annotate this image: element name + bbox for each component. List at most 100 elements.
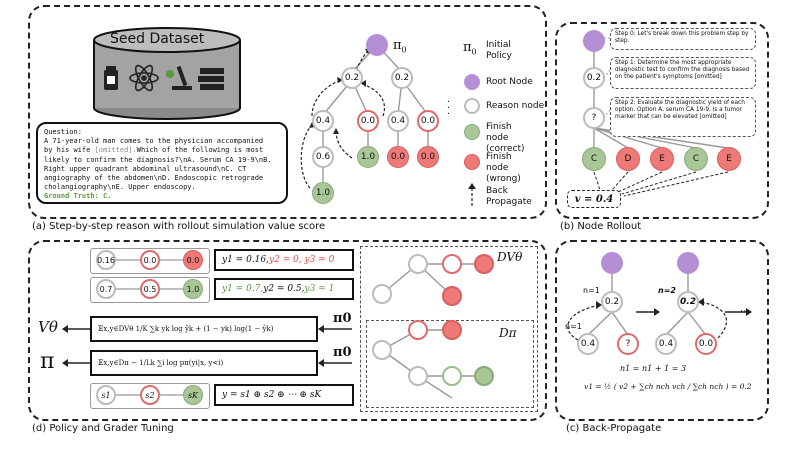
step-node: s1	[96, 385, 116, 405]
panel-a-frame	[28, 5, 547, 219]
backprop-node: 0.2	[601, 291, 623, 313]
question-line: cholangiography\nE. Upper endoscopy.	[44, 183, 196, 192]
legend-reason-node: Reason node	[486, 101, 545, 111]
database-cylinder-icon	[93, 27, 241, 120]
legend-root-node: Root Node	[486, 77, 533, 87]
visit-count-leaf: n=1	[565, 322, 582, 331]
backprop-leaf-unknown: ?	[617, 333, 639, 355]
ground-truth: Ground Truth: C.	[44, 192, 112, 201]
policy-pi0: π0	[393, 38, 407, 55]
question-label: Question:	[44, 128, 82, 136]
legend-correct-swatch	[464, 124, 480, 140]
legend-wrong-swatch	[464, 154, 480, 170]
question-line: angiography of the abdomen\nD. Endoscopi…	[44, 174, 264, 183]
rollout-leaf-wrong: E	[717, 147, 741, 171]
policy-model-label: π	[40, 349, 55, 374]
panel-b-frame	[555, 22, 769, 219]
rollout-value-box: v = 0.4	[567, 190, 621, 208]
microscope-icon	[166, 65, 192, 90]
dashed-arrow-icon	[468, 183, 476, 206]
ellipsis-icon: ⋯	[740, 306, 750, 317]
ellipsis-icon: ···	[447, 97, 451, 120]
backprop-node-updated: 0.2	[677, 291, 699, 313]
rollout-leaf-correct: C	[582, 147, 606, 171]
rollout-leaf-wrong: E	[650, 147, 674, 171]
finish-node-wrong: 0.0	[417, 146, 439, 168]
legend-reason-swatch	[464, 98, 480, 114]
legend-finish-wrong: Finish node (wrong)	[486, 152, 521, 184]
legend-initial-policy: Initial Policy	[486, 40, 512, 61]
caption-c: (c) Back-Propagate	[566, 423, 662, 434]
value-node: 1.0	[183, 279, 203, 299]
visit-update-eq: n1 = n1 + 1 = 3	[620, 364, 687, 373]
rollout-leaf-correct: C	[684, 147, 708, 171]
finish-node-wrong: 0.0	[387, 146, 409, 168]
value-node: 0.0	[140, 250, 160, 270]
visit-count-right: n=2	[658, 286, 676, 295]
tree-node: 0.4	[312, 110, 334, 132]
rollout-leaf-wrong: D	[616, 147, 640, 171]
backprop-leaf: 0.0	[695, 333, 717, 355]
dataset-pi-label: Dπ	[499, 326, 517, 340]
caption-a: (a) Step-by-step reason with rollout sim…	[32, 221, 326, 232]
pi0-label-bottom: π0	[333, 345, 352, 360]
legend-pi0: π0	[463, 40, 477, 57]
step2-box: Step 2: Evaluate the diagnostic yield of…	[610, 97, 756, 137]
legend-back-propagate: Back Propagate	[486, 186, 532, 207]
finish-node-correct: 1.0	[357, 146, 379, 168]
legend-root-swatch	[464, 74, 480, 90]
caption-b: (b) Node Rollout	[560, 221, 642, 232]
tree-node: 0.0	[357, 110, 379, 132]
step-node: s2	[140, 385, 160, 405]
atom-icon	[129, 64, 159, 92]
target-eq-2: y1 = 0.7, y2 = 0.5, y3 = 1	[214, 278, 354, 300]
value-loss-formula: 𝔼x,y∈DVθ 1/K ∑k yk log ŷk + (1 − yk) log…	[90, 316, 318, 342]
value-row-1	[90, 248, 210, 274]
panel-d-frame	[28, 240, 547, 421]
dataset-v-label: DVθ	[497, 250, 523, 264]
value-node: 0.16	[96, 250, 116, 270]
seed-dataset-label: Seed Dataset	[110, 31, 205, 47]
policy-loss-formula: 𝔼x,y∈Dπ − 1/Lk ∑i log pπ(yi|x, y<i)	[90, 350, 318, 376]
target-eq-3: y = s1 ⊕ s2 ⊕ ⋯ ⊕ sK	[214, 384, 354, 406]
value-node: 0.7	[96, 279, 116, 299]
question-line: likely to confirm the diagnosis?\nA. Ser…	[44, 155, 272, 164]
tree-node: 0.4	[387, 110, 409, 132]
step0-box: Step 0: Let's break down this problem st…	[610, 28, 756, 50]
backprop-leaf: 0.4	[655, 333, 677, 355]
step-node: sK	[183, 385, 203, 405]
value-model-label: Vθ	[38, 318, 58, 336]
value-node: 0.0	[183, 250, 203, 270]
panel-c-frame	[555, 240, 769, 421]
rollout-node: 0.2	[583, 67, 605, 89]
backprop-leaf: 0.4	[577, 333, 599, 355]
tree-node: 0.2	[341, 67, 363, 89]
visit-count-left: n=1	[583, 286, 600, 295]
backprop-root-left	[601, 252, 623, 274]
rollout-node-unknown: ?	[583, 107, 605, 129]
backprop-root-right	[677, 252, 699, 274]
medicine-bottle-icon	[104, 66, 118, 90]
dataset-icons	[104, 64, 224, 92]
legend-finish-correct: Finish node (correct)	[486, 122, 525, 154]
question-line: A 71-year-old man comes to the physician…	[44, 137, 264, 146]
rollout-root-node	[583, 30, 605, 52]
dataset-v-box	[360, 246, 538, 412]
finish-node-correct: 1.0	[312, 182, 334, 204]
target-eq-1: y1 = 0.16, y2 = 0, y3 = 0	[214, 249, 354, 271]
value-row-2	[90, 277, 210, 303]
books-icon	[198, 68, 224, 90]
tree-node: 0.6	[312, 146, 334, 168]
tree-node: 0.2	[391, 67, 413, 89]
value-update-eq: v1 = ½ ( v2 + ∑ch nch vch / ∑ch nch ) = …	[584, 382, 752, 391]
question-line: Right upper quadrant abdominal ultrasoun…	[44, 164, 247, 173]
caption-d: (d) Policy and Grader Tuning	[32, 423, 174, 434]
omitted-text: [omitted].	[94, 146, 137, 155]
step1-box: Step 1: Determine the most appropriate d…	[610, 57, 756, 89]
question-line: Which of the following is most	[136, 146, 264, 155]
